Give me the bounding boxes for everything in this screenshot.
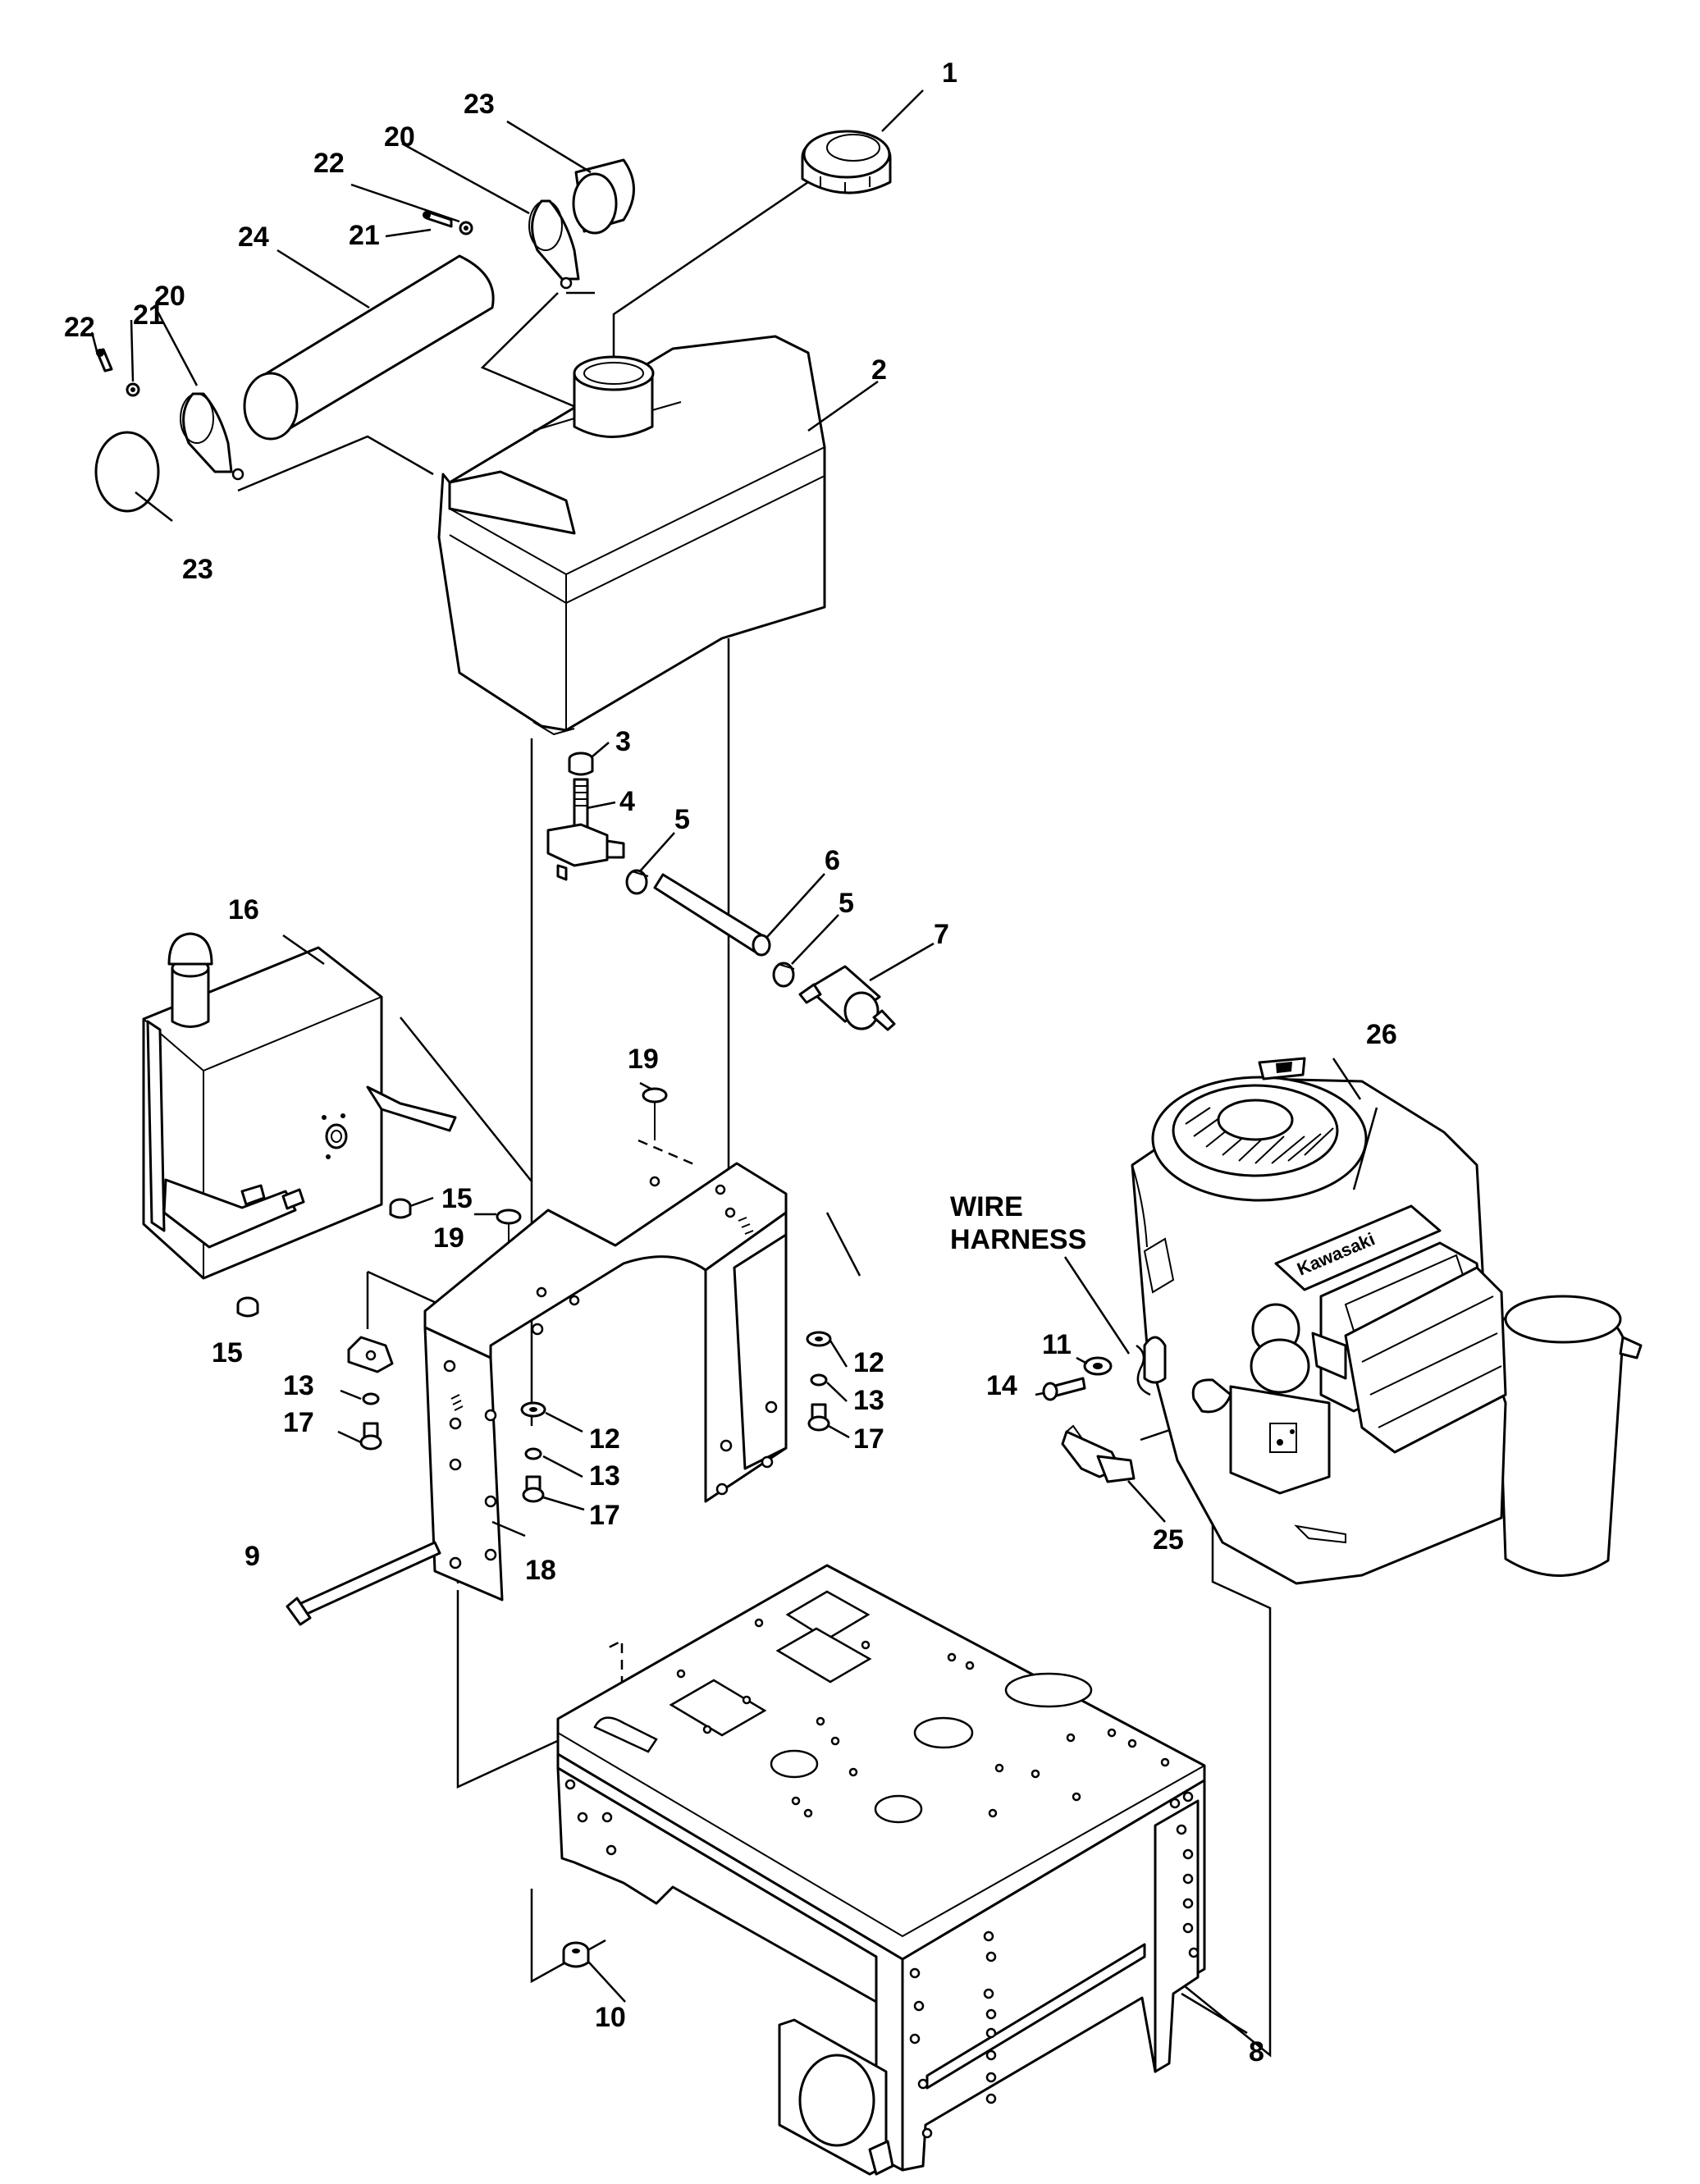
washer-right [806, 1331, 832, 1347]
clamp-nut-lower [126, 382, 140, 397]
tube-clamp-upper [528, 199, 580, 290]
callout-numbers: 1 23 20 22 21 24 20 22 21 23 2 3 4 5 6 5… [64, 57, 1397, 2067]
clamp-nut-upper [459, 221, 473, 235]
callout-24: 24 [238, 222, 269, 253]
callout-4: 4 [619, 786, 635, 817]
tube-clamp-lower [180, 392, 244, 481]
fuel-tank [437, 335, 826, 736]
fuel-line-hose [653, 873, 771, 957]
callout-1: 1 [942, 57, 957, 89]
callout-22-upper: 22 [313, 148, 345, 179]
callout-17-right: 17 [853, 1423, 884, 1455]
engine: Kawasaki [1131, 1057, 1643, 1585]
callout-5-lower: 5 [839, 888, 854, 919]
harness-washer [1083, 1356, 1113, 1376]
fuel-filter [798, 965, 896, 1031]
callout-10: 10 [595, 2002, 626, 2033]
callout-6: 6 [825, 845, 840, 876]
clamp-screw-upper [423, 210, 453, 228]
callout-2: 2 [871, 354, 887, 386]
tank-bushing [568, 752, 594, 776]
tube-end-cap-lower [94, 431, 160, 513]
callout-9: 9 [244, 1541, 260, 1572]
callout-12-right: 12 [853, 1347, 884, 1378]
muffler-nut-upper [389, 1198, 412, 1219]
callout-21-upper: 21 [349, 220, 380, 251]
callout-16: 16 [228, 894, 259, 925]
fuel-cap [801, 130, 892, 194]
muffler-nut-lower [236, 1296, 259, 1318]
bolt-center [522, 1475, 545, 1503]
carriage-bolt-right [642, 1087, 668, 1140]
wire-harness-label-line2: HARNESS [950, 1224, 1086, 1255]
callout-11: 11 [1042, 1329, 1072, 1360]
engine-deck-frame [556, 1564, 1206, 2176]
engine-mount-bracket [423, 1162, 788, 1601]
fuel-elbow-fitting [1061, 1424, 1136, 1483]
callout-17-left: 17 [283, 1407, 314, 1438]
callout-19-left: 19 [433, 1222, 464, 1254]
bolt-right [807, 1403, 830, 1432]
lock-washer-left [362, 1392, 380, 1405]
callout-26: 26 [1366, 1019, 1397, 1050]
callout-25: 25 [1153, 1524, 1184, 1556]
tube-end-cap-upper [572, 158, 635, 235]
hose-clamp-lower [772, 962, 795, 988]
callout-5-upper: 5 [674, 804, 690, 835]
lock-washer-right [810, 1373, 828, 1387]
hose-clamp-upper [625, 869, 649, 895]
callout-7: 7 [934, 919, 949, 950]
callout-23-lower: 23 [182, 554, 213, 585]
callout-22-lower: 22 [64, 312, 95, 343]
callout-14: 14 [986, 1370, 1017, 1401]
callout-13-center: 13 [589, 1460, 620, 1492]
callout-21-lower: 21 [133, 299, 164, 331]
callout-17-center: 17 [589, 1500, 620, 1531]
recoil-fins [1185, 1107, 1334, 1164]
fuel-shutoff-valve [546, 778, 625, 881]
callout-13-right: 13 [853, 1385, 884, 1416]
mount-bolt [286, 1541, 441, 1626]
muffler-heat-shield-tube [243, 254, 495, 441]
muffler [142, 932, 457, 1280]
callout-3: 3 [615, 726, 631, 757]
callout-12-center: 12 [589, 1423, 620, 1455]
callout-19-right: 19 [628, 1044, 659, 1075]
washer-center [520, 1401, 546, 1418]
wire-harness-label-line1: WIRE [950, 1191, 1023, 1222]
flange-nut [562, 1941, 590, 1968]
clamp-screw-lower [95, 348, 113, 372]
bolt-left [359, 1422, 382, 1451]
lock-washer-center [524, 1447, 542, 1460]
callout-20-upper: 20 [384, 121, 415, 153]
callout-13-left: 13 [283, 1370, 314, 1401]
callout-8: 8 [1249, 2036, 1264, 2067]
callout-23-upper: 23 [464, 89, 495, 120]
callout-15-upper: 15 [441, 1183, 473, 1214]
callout-leaders [90, 89, 1378, 2035]
callout-15-lower: 15 [212, 1337, 243, 1368]
cable-clip [347, 1336, 394, 1373]
callout-18: 18 [525, 1555, 556, 1586]
harness-screw [1042, 1377, 1086, 1401]
callout-20-lower: 20 [154, 281, 185, 312]
